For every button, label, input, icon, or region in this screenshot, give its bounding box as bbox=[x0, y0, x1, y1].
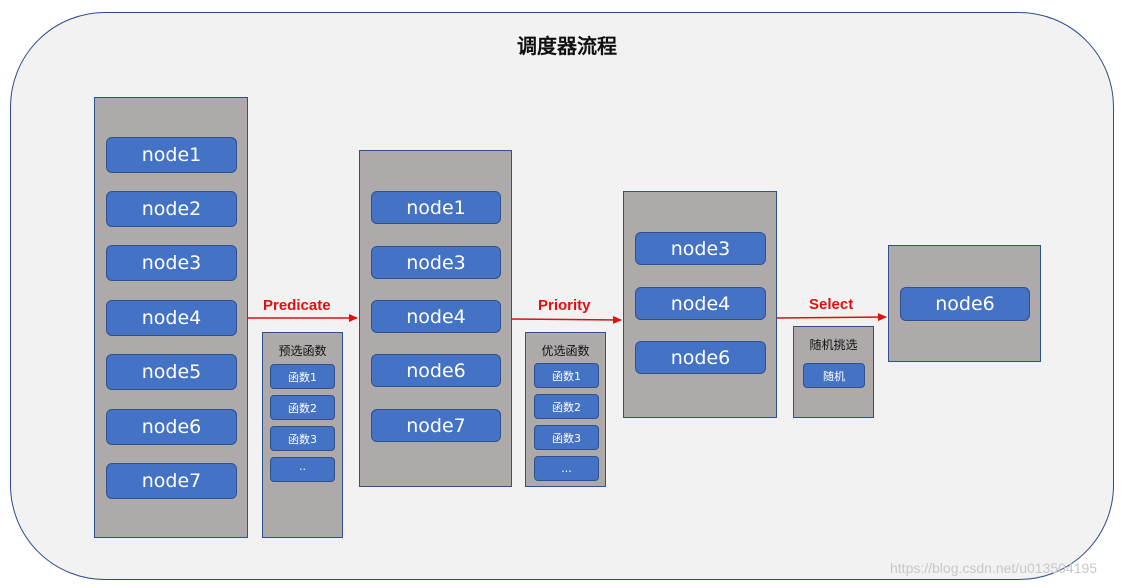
function-item: 函数1 bbox=[534, 363, 599, 388]
watermark: https://blog.csdn.net/u013504195 bbox=[890, 560, 1098, 576]
select-label: Select bbox=[809, 296, 854, 313]
node-box: node3 bbox=[106, 245, 237, 281]
node-box: node4 bbox=[635, 287, 766, 320]
node-column-4: node6 bbox=[888, 245, 1041, 362]
function-box-title: 优选函数 bbox=[541, 344, 590, 358]
function-item: 函数2 bbox=[534, 394, 599, 419]
node-box: node4 bbox=[106, 300, 237, 336]
node-column-2: node1 node3 node4 node6 node7 bbox=[359, 150, 512, 487]
node-box: node3 bbox=[371, 246, 501, 279]
arrow-priority bbox=[511, 315, 622, 324]
node-box: node7 bbox=[106, 463, 237, 499]
node-box: node7 bbox=[371, 409, 501, 442]
node-box: node2 bbox=[106, 191, 237, 227]
node-box: node6 bbox=[371, 354, 501, 387]
node-box: node6 bbox=[900, 287, 1030, 321]
function-item: 函数1 bbox=[270, 364, 335, 389]
node-box: node6 bbox=[106, 409, 237, 445]
node-box: node6 bbox=[635, 341, 766, 374]
node-box: node3 bbox=[635, 232, 766, 265]
node-box: node4 bbox=[371, 300, 501, 333]
function-item: ·· bbox=[270, 457, 335, 482]
priority-label: Priority bbox=[538, 297, 591, 314]
function-item: 随机 bbox=[803, 363, 865, 388]
function-box-title: 随机挑选 bbox=[809, 338, 858, 352]
function-item: ... bbox=[534, 456, 599, 481]
node-column-1: node1 node2 node3 node4 node5 node6 node… bbox=[94, 97, 248, 538]
function-item: 函数2 bbox=[270, 395, 335, 420]
select-function-box: 随机挑选 随机 bbox=[793, 326, 874, 418]
node-box: node5 bbox=[106, 354, 237, 390]
function-item: 函数3 bbox=[534, 425, 599, 450]
node-box: node1 bbox=[106, 137, 237, 173]
function-box-title: 预选函数 bbox=[278, 344, 327, 358]
arrow-select bbox=[776, 313, 887, 322]
node-column-3: node3 node4 node6 bbox=[623, 191, 777, 418]
diagram-title: 调度器流程 bbox=[517, 34, 617, 58]
predicate-label: Predicate bbox=[263, 297, 331, 314]
function-item: 函数3 bbox=[270, 426, 335, 451]
priority-function-box: 优选函数 函数1 函数2 函数3 ... bbox=[525, 332, 606, 487]
node-box: node1 bbox=[371, 191, 501, 224]
predicate-function-box: 预选函数 函数1 函数2 函数3 ·· bbox=[262, 332, 343, 538]
